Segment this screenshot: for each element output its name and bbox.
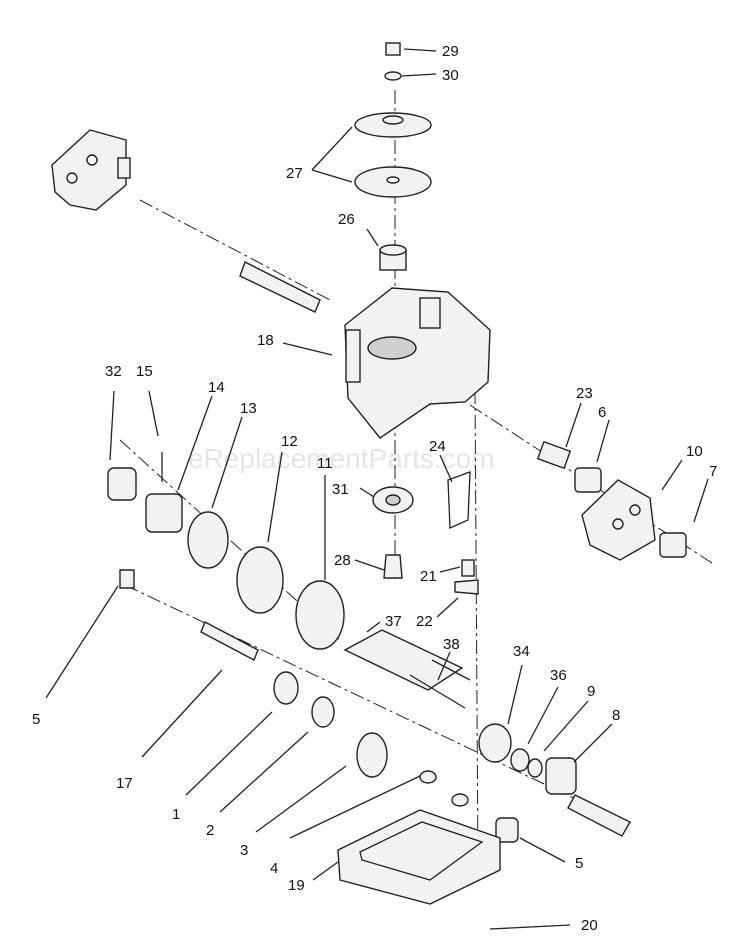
callout-10: 10 [686,443,703,460]
callout-14: 14 [208,379,225,396]
callout-30: 30 [442,67,459,84]
callout-11: 11 [317,455,333,472]
center-shaft-parts [343,486,471,709]
gearbox-housing [344,287,491,439]
callout-32: 32 [105,363,122,380]
callout-3: 3 [240,842,248,859]
callout-22: 22 [416,613,433,630]
top-hardware [354,42,432,271]
callout-8: 8 [612,707,620,724]
leader-lines [45,48,709,930]
callout-1: 1 [172,806,180,823]
bottom-cover [337,809,501,905]
callout-29: 29 [442,43,459,60]
callout-31: 31 [332,481,349,498]
callout-34: 34 [513,643,530,660]
callout-7: 7 [709,463,717,480]
callout-37: 37 [385,613,402,630]
callout-4: 4 [270,860,278,877]
callout-26: 26 [338,211,355,228]
callout-24: 24 [429,438,446,455]
watermark: eReplacementParts.com [188,443,495,474]
callout-17: 17 [116,775,133,792]
callout-labels: 29 30 27 26 18 32 15 14 13 12 11 23 6 10… [32,43,717,934]
left-gear-train [107,452,388,778]
callout-6: 6 [598,404,606,421]
callout-23: 23 [576,385,593,402]
assembly-axes [119,90,716,866]
callout-15: 15 [136,363,153,380]
callout-9: 9 [587,683,595,700]
callout-18: 18 [257,332,274,349]
callout-21: 21 [420,568,437,585]
callout-5-right: 5 [575,855,583,872]
left-bracket-assembly [51,129,321,313]
callout-12: 12 [281,433,298,450]
callout-38: 38 [443,636,460,653]
callout-13: 13 [240,400,257,417]
callout-27: 27 [286,165,303,182]
right-side-parts [419,440,687,879]
callout-2: 2 [206,822,214,839]
callout-36: 36 [550,667,567,684]
callout-19: 19 [288,877,305,894]
callout-20: 20 [581,917,598,934]
callout-28: 28 [334,552,351,569]
callout-5-left: 5 [32,711,40,728]
